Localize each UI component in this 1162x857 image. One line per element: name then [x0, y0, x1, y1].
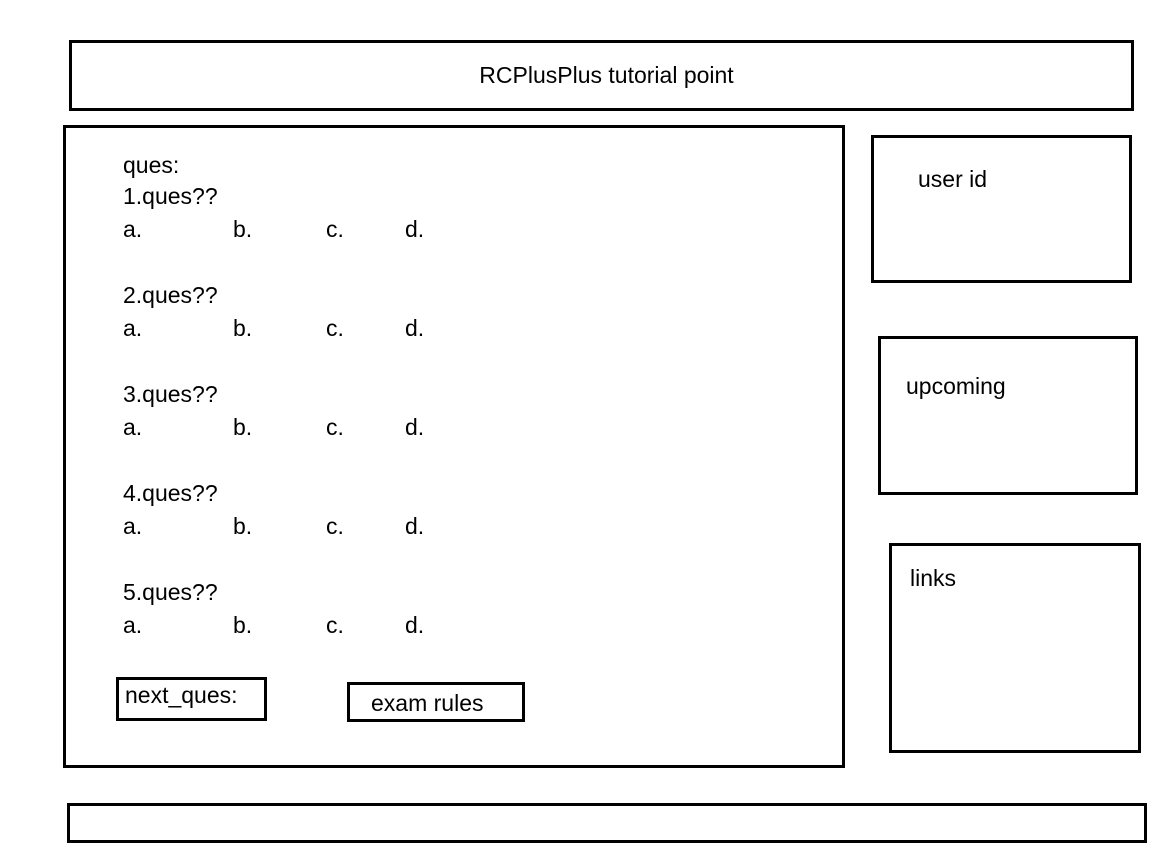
option-c[interactable]: c.: [326, 513, 344, 539]
links-label: links: [910, 565, 957, 591]
exam-rules-label: exam rules: [371, 690, 484, 716]
upcoming-panel: upcoming: [878, 336, 1138, 495]
page-footer: [67, 803, 1147, 843]
site-title: RCPlusPlus tutorial point: [479, 62, 734, 88]
question-text: 5.ques??: [123, 579, 218, 605]
option-c[interactable]: c.: [326, 315, 344, 341]
option-d[interactable]: d.: [405, 315, 425, 341]
option-d[interactable]: d.: [405, 216, 425, 242]
option-b[interactable]: b.: [233, 612, 253, 638]
question-text: 4.ques??: [123, 480, 218, 506]
question-item-3: 3.ques?? a. b. c. d.: [123, 381, 523, 451]
option-a[interactable]: a.: [123, 612, 143, 638]
option-a[interactable]: a.: [123, 513, 143, 539]
question-item-1: 1.ques?? a. b. c. d.: [123, 183, 523, 253]
question-item-4: 4.ques?? a. b. c. d.: [123, 480, 523, 550]
option-b[interactable]: b.: [233, 216, 253, 242]
option-d[interactable]: d.: [405, 414, 425, 440]
question-panel: ques: 1.ques?? a. b. c. d. 2.ques?? a. b…: [63, 125, 845, 768]
option-b[interactable]: b.: [233, 513, 253, 539]
page-header: RCPlusPlus tutorial point: [69, 40, 1134, 111]
option-c[interactable]: c.: [326, 414, 344, 440]
question-text: 2.ques??: [123, 282, 218, 308]
option-d[interactable]: d.: [405, 612, 425, 638]
next-question-label: next_ques:: [125, 682, 238, 708]
option-c[interactable]: c.: [326, 612, 344, 638]
option-a[interactable]: a.: [123, 216, 143, 242]
option-b[interactable]: b.: [233, 414, 253, 440]
question-item-5: 5.ques?? a. b. c. d.: [123, 579, 523, 649]
option-b[interactable]: b.: [233, 315, 253, 341]
upcoming-label: upcoming: [906, 373, 1006, 399]
links-panel: links: [889, 543, 1141, 753]
user-id-panel: user id: [871, 135, 1132, 283]
option-a[interactable]: a.: [123, 315, 143, 341]
next-question-button[interactable]: next_ques:: [116, 677, 267, 721]
questions-heading: ques:: [123, 152, 180, 178]
exam-rules-button[interactable]: exam rules: [347, 682, 525, 722]
option-d[interactable]: d.: [405, 513, 425, 539]
user-id-label: user id: [918, 166, 988, 192]
option-a[interactable]: a.: [123, 414, 143, 440]
option-c[interactable]: c.: [326, 216, 344, 242]
question-text: 1.ques??: [123, 183, 218, 209]
question-item-2: 2.ques?? a. b. c. d.: [123, 282, 523, 352]
question-text: 3.ques??: [123, 381, 218, 407]
